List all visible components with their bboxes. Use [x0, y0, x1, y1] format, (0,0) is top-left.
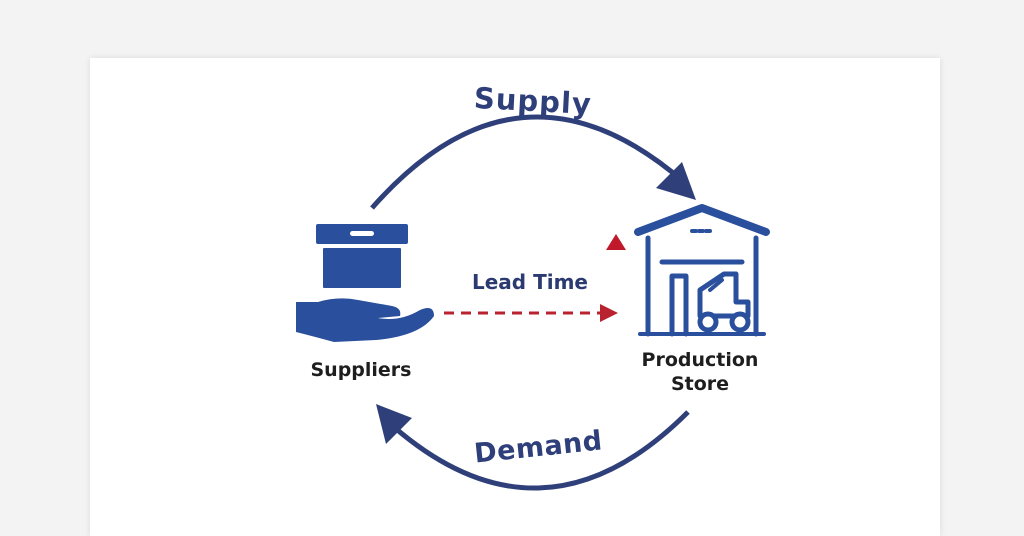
supply-arrowhead — [656, 162, 696, 200]
warehouse-forklift-icon — [634, 204, 770, 337]
lead-time-arrowhead — [600, 304, 618, 322]
diagram-card — [90, 58, 940, 536]
forklift-wheels — [697, 311, 751, 333]
store-label-line2: Store — [670, 373, 730, 395]
production-store-label: Production Store — [620, 348, 780, 396]
supply-arc — [370, 114, 686, 210]
suppliers-label: Suppliers — [310, 359, 412, 381]
store-label-line1: Production — [641, 349, 759, 371]
demand-arrowhead — [376, 404, 412, 444]
box-in-hand-icon — [296, 224, 434, 342]
supply-label: Supply — [473, 80, 593, 122]
demand-arc — [384, 410, 690, 491]
lead-time-label: Lead Time — [472, 270, 588, 294]
red-triangle-icon — [606, 234, 626, 250]
